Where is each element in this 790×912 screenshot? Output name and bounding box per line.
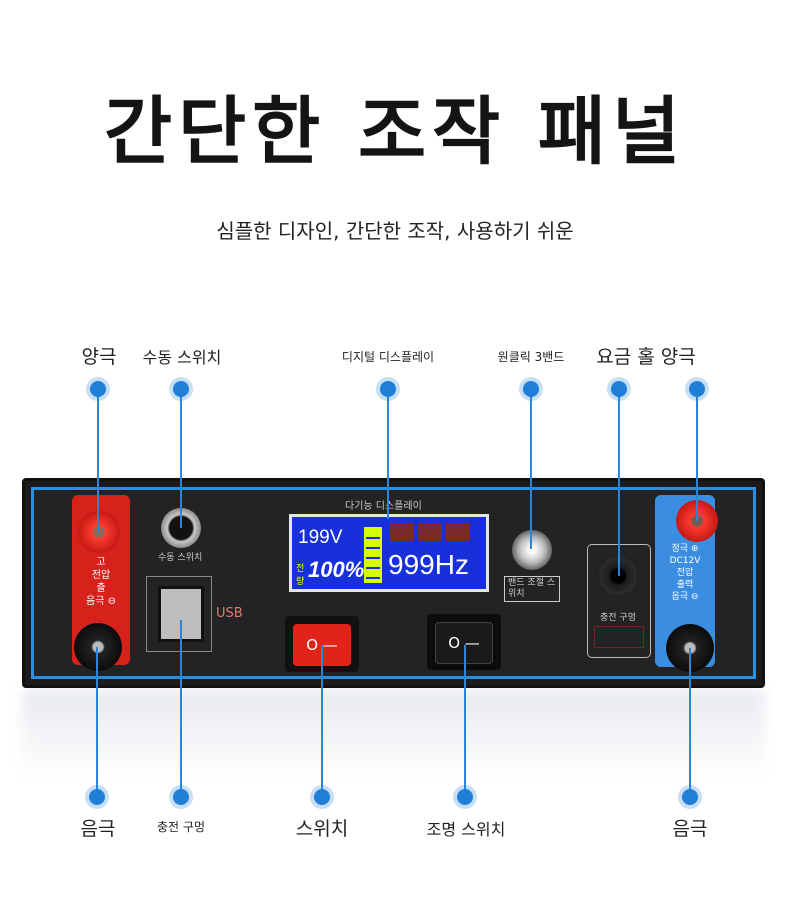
callout-dot	[611, 381, 627, 397]
label-charge-hole-positive: 요금 홀 양극	[596, 346, 696, 368]
plate-text: 출	[96, 583, 106, 594]
callout-dot	[380, 381, 396, 397]
display-caption: 다기능 디스플레이	[345, 501, 422, 512]
callout-dot	[173, 381, 189, 397]
callout-dot	[314, 789, 330, 805]
band-knob[interactable]	[512, 530, 552, 570]
plate-text: 음극 ⊖	[86, 596, 116, 607]
plate-text: 음극 ⊖	[671, 592, 699, 602]
label-negative-right: 음극	[672, 818, 708, 840]
battery-percent: 100%	[308, 557, 365, 582]
plate-text: 고	[96, 557, 106, 568]
callout-line	[321, 645, 323, 797]
battery-label: 전량	[296, 563, 305, 586]
positive-terminal[interactable]	[78, 511, 120, 553]
subtitle: 심플한 디자인, 간단한 조작, 사용하기 쉬운	[216, 219, 574, 243]
plate-text: DC12V	[669, 556, 701, 566]
plate-text: 전압	[91, 570, 111, 581]
callout-dot	[682, 789, 698, 805]
usb-frame	[146, 576, 212, 652]
callout-line	[464, 645, 466, 797]
callout-line	[618, 389, 620, 576]
aviation-plug-label: 수동 스위치	[158, 553, 203, 563]
label-switch: 스위치	[295, 818, 349, 840]
callout-dot	[173, 789, 189, 805]
callout-line	[689, 648, 691, 797]
label-negative-left: 음극	[80, 818, 116, 840]
frequency-readout: 999Hz	[388, 549, 469, 580]
label-digital-display: 디지털 디스플레이	[341, 350, 435, 364]
callout-dot	[89, 789, 105, 805]
page-title: 간단한 조작 패널	[103, 89, 687, 175]
callout-dot	[523, 381, 539, 397]
callout-dot	[689, 381, 705, 397]
battery-icon	[364, 527, 382, 583]
panel-reflection	[22, 690, 765, 780]
label-positive: 양극	[81, 346, 117, 368]
usb-label: USB	[216, 606, 243, 621]
plate-text: 출력	[676, 580, 694, 590]
callout-dot	[90, 381, 106, 397]
callout-dot	[457, 789, 473, 805]
callout-line	[180, 389, 182, 528]
plate-text: 정극 ⊕	[671, 544, 699, 554]
label-manual-switch: 수동 스위치	[142, 348, 222, 367]
label-one-click-3band: 원클릭 3밴드	[497, 350, 565, 364]
negative-terminal[interactable]	[74, 623, 122, 671]
callout-line	[97, 389, 99, 532]
callout-line	[387, 389, 389, 519]
lcd-display: 199V 전량 100% 999Hz	[289, 514, 489, 592]
label-light-switch: 조명 스위치	[426, 820, 506, 839]
callout-line	[96, 647, 98, 797]
callout-line	[530, 389, 532, 549]
charge-port-label: 충전 구멍	[600, 613, 636, 623]
callout-line	[696, 389, 698, 521]
plate-text: 전압	[676, 568, 694, 578]
callout-line	[180, 620, 182, 797]
knob-label: 밴드 조절 스위치	[504, 576, 560, 602]
voltage-readout: 199V	[298, 527, 343, 548]
label-charge-port: 충전 구멍	[157, 820, 205, 834]
